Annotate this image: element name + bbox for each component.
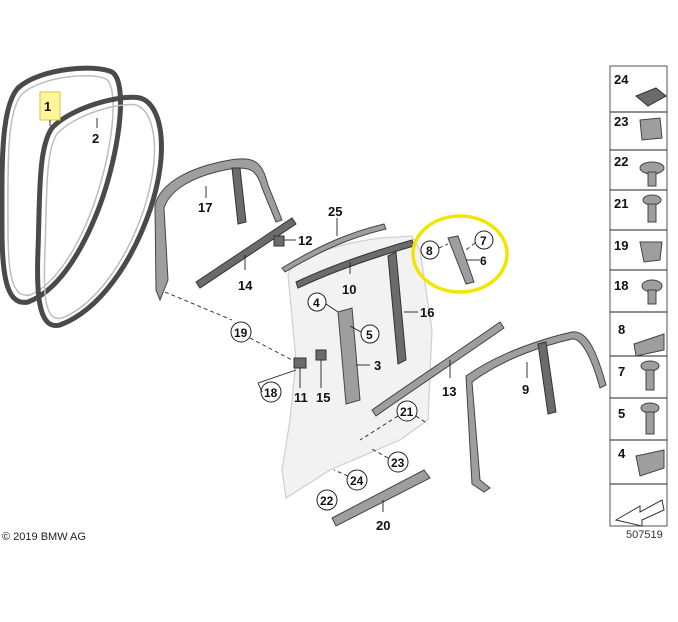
part-16-guide-rail[interactable] <box>387 251 407 365</box>
part-13-belt-molding[interactable] <box>371 321 505 417</box>
panel-item-23[interactable]: 23 <box>614 114 628 129</box>
callout-4[interactable]: 4 <box>313 296 320 310</box>
part-17-window-frame[interactable] <box>154 158 283 302</box>
document-number: 507519 <box>626 529 663 541</box>
part-6-trim-piece[interactable] <box>447 235 475 285</box>
highlight-circle <box>411 214 509 294</box>
callout-21[interactable]: 21 <box>400 405 414 419</box>
part-11-clip[interactable] <box>293 357 307 369</box>
callout-17[interactable]: 17 <box>198 200 212 215</box>
part-24-pad-icon <box>635 87 667 107</box>
part-19-clip-icon <box>639 241 663 263</box>
callout-21-circle <box>396 400 418 422</box>
part-12-clip[interactable] <box>273 235 285 247</box>
panel-item-22[interactable]: 22 <box>614 154 628 169</box>
part-2-door-seal-inner[interactable] <box>35 94 164 328</box>
callout-7[interactable]: 7 <box>480 234 487 248</box>
part-1-door-seal[interactable] <box>0 65 123 305</box>
part-25-roof-strip[interactable] <box>281 223 387 273</box>
panel-item-24[interactable]: 24 <box>614 72 629 87</box>
callout-16[interactable]: 16 <box>420 305 434 320</box>
callout-19[interactable]: 19 <box>234 326 248 340</box>
panel-item-19[interactable]: 19 <box>614 238 628 253</box>
panel-item-4[interactable]: 4 <box>618 446 626 461</box>
callout-23[interactable]: 23 <box>391 456 405 470</box>
part-20-sill-strip[interactable] <box>331 469 431 527</box>
panel-item-8[interactable]: 8 <box>618 322 625 337</box>
panel-item-5[interactable]: 5 <box>618 406 625 421</box>
part-14-window-strip[interactable] <box>195 217 297 289</box>
part-9-window-frame-rear[interactable] <box>465 331 607 493</box>
panel-item-21[interactable]: 21 <box>614 196 628 211</box>
small-parts-panel: 24 23 22 21 19 18 8 7 5 4 <box>609 65 668 527</box>
callout-7-circle <box>474 230 494 250</box>
copyright-text: © 2019 BMW AG <box>2 531 86 543</box>
callout-15[interactable]: 15 <box>316 390 330 405</box>
callout-1[interactable]: 1 <box>44 99 51 114</box>
part-3-b-pillar-trim[interactable] <box>337 307 361 405</box>
orientation-arrow-icon <box>614 499 665 527</box>
callout-24[interactable]: 24 <box>350 474 364 488</box>
callout-23-circle <box>387 451 409 473</box>
callout-18[interactable]: 18 <box>264 386 278 400</box>
callout-10[interactable]: 10 <box>342 282 356 297</box>
callout-13[interactable]: 13 <box>442 384 456 399</box>
callout-25[interactable]: 25 <box>328 204 342 219</box>
callout-14[interactable]: 14 <box>238 278 253 293</box>
callout-22-circle <box>316 489 338 511</box>
callout-11[interactable]: 11 <box>294 390 308 405</box>
callout-8-circle <box>420 240 440 260</box>
panel-item-7[interactable]: 7 <box>618 364 625 379</box>
callout-4-circle <box>307 292 327 312</box>
callout-9[interactable]: 9 <box>522 382 529 397</box>
callout-5[interactable]: 5 <box>366 328 373 342</box>
callout-6[interactable]: 6 <box>480 254 487 268</box>
callout-22[interactable]: 22 <box>320 494 334 508</box>
callout-24-circle <box>346 469 368 491</box>
callout-2[interactable]: 2 <box>92 131 99 146</box>
part-15-clip[interactable] <box>315 349 327 361</box>
part-8-bracket-icon <box>633 333 665 357</box>
part-23-nut-clip-icon <box>639 117 663 141</box>
callout-5-circle <box>360 324 380 344</box>
panel-item-18[interactable]: 18 <box>614 278 628 293</box>
callout-12[interactable]: 12 <box>298 233 312 248</box>
part-4-nut-icon <box>635 449 665 477</box>
callout-20[interactable]: 20 <box>376 518 390 533</box>
callout-18-circle <box>260 381 282 403</box>
callout-8[interactable]: 8 <box>426 244 433 258</box>
callout-3[interactable]: 3 <box>374 358 381 373</box>
callout-19-circle <box>230 321 252 343</box>
